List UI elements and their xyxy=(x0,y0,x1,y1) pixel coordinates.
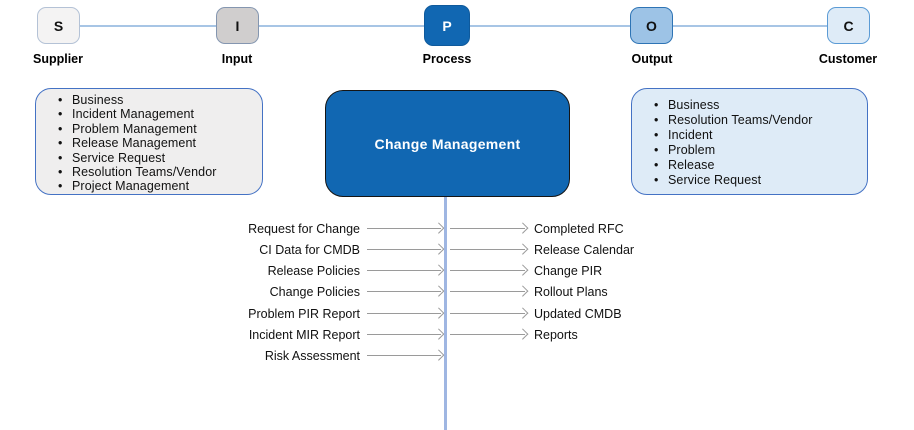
suppliers-list-box: Business Incident Management Problem Man… xyxy=(35,88,263,195)
right-arrow-icon xyxy=(367,313,441,314)
customer-node-box: C xyxy=(827,7,870,44)
input-label: CI Data for CMDB xyxy=(259,243,360,257)
input-row: Change Policies xyxy=(0,285,914,299)
input-node-label: Input xyxy=(221,52,253,66)
output-label: Updated CMDB xyxy=(534,307,622,321)
right-arrow-icon xyxy=(367,228,441,229)
right-arrow-icon xyxy=(450,270,525,271)
output-label: Completed RFC xyxy=(534,222,624,236)
customer-item: Business xyxy=(654,98,863,113)
input-row: Incident MIR Report xyxy=(0,328,914,342)
right-arrow-icon xyxy=(367,249,441,250)
right-arrow-icon xyxy=(450,249,525,250)
output-label: Change PIR xyxy=(534,264,603,278)
supplier-item: Business xyxy=(58,93,258,108)
input-label: Problem PIR Report xyxy=(248,307,360,321)
output-row: Rollout Plans xyxy=(0,285,914,299)
output-row: Completed RFC xyxy=(0,222,914,236)
right-arrow-icon xyxy=(367,270,441,271)
supplier-item: Release Management xyxy=(58,136,258,151)
output-label: Rollout Plans xyxy=(534,285,608,299)
right-arrow-icon xyxy=(450,334,525,335)
customers-list-box: Business Resolution Teams/Vendor Inciden… xyxy=(631,88,868,195)
input-row: Request for Change xyxy=(0,222,914,236)
input-node-box: I xyxy=(216,7,259,44)
process-node-box: P xyxy=(424,5,470,46)
customer-item: Release xyxy=(654,158,863,173)
output-row: Reports xyxy=(0,328,914,342)
process-node-label: Process xyxy=(422,52,472,66)
input-row: Problem PIR Report xyxy=(0,307,914,321)
supplier-item: Resolution Teams/Vendor xyxy=(58,165,258,180)
right-arrow-icon xyxy=(450,228,525,229)
supplier-item: Incident Management xyxy=(58,107,258,122)
customer-item: Resolution Teams/Vendor xyxy=(654,113,863,128)
right-arrow-icon xyxy=(367,334,441,335)
process-flow-line xyxy=(444,197,447,430)
right-arrow-icon xyxy=(450,291,525,292)
supplier-item: Project Management xyxy=(58,179,258,194)
customers-list: Business Resolution Teams/Vendor Inciden… xyxy=(632,89,867,189)
supplier-node-box: S xyxy=(37,7,80,44)
input-label: Incident MIR Report xyxy=(248,328,360,342)
input-row: Risk Assessment xyxy=(0,349,914,363)
input-label: Change Policies xyxy=(269,285,360,299)
supplier-node-label: Supplier xyxy=(32,52,83,66)
output-row: Change PIR xyxy=(0,264,914,278)
output-node-box: O xyxy=(630,7,673,44)
input-label: Risk Assessment xyxy=(264,349,360,363)
input-row: CI Data for CMDB xyxy=(0,243,914,257)
output-node-label: Output xyxy=(631,52,673,66)
suppliers-list: Business Incident Management Problem Man… xyxy=(36,89,262,194)
right-arrow-icon xyxy=(450,313,525,314)
output-row: Updated CMDB xyxy=(0,307,914,321)
customer-item: Incident xyxy=(654,128,863,143)
right-arrow-icon xyxy=(367,355,441,356)
output-row: Release Calendar xyxy=(0,243,914,257)
customer-node-label: Customer xyxy=(818,52,878,66)
supplier-item: Service Request xyxy=(58,151,258,166)
customer-item: Service Request xyxy=(654,173,863,188)
right-arrow-icon xyxy=(367,291,441,292)
output-label: Reports xyxy=(534,328,578,342)
input-label: Release Policies xyxy=(267,264,360,278)
process-title-box: Change Management xyxy=(325,90,570,197)
input-label: Request for Change xyxy=(248,222,360,236)
output-label: Release Calendar xyxy=(534,243,635,257)
customer-item: Problem xyxy=(654,143,863,158)
supplier-item: Problem Management xyxy=(58,122,258,137)
input-row: Release Policies xyxy=(0,264,914,278)
